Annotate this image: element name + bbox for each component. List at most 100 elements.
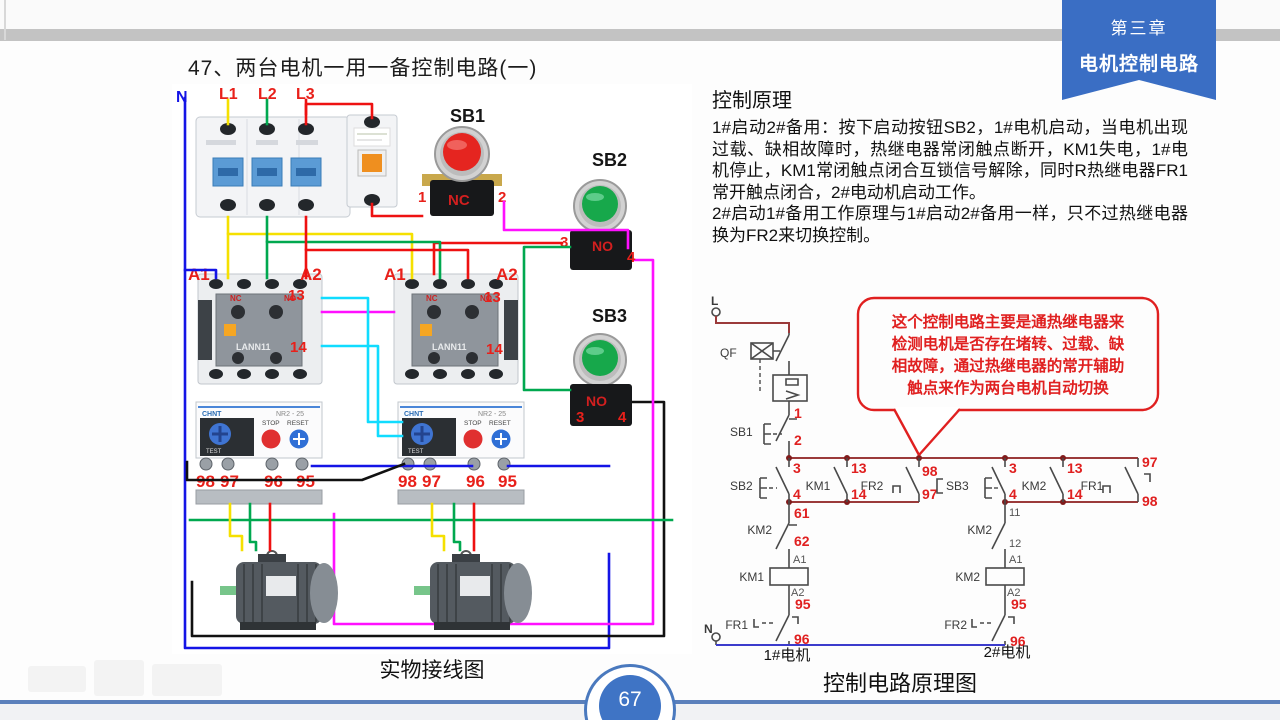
wire-segment (304, 102, 374, 120)
callout-line-2: 检测电机是否存在堵转、过载、缺 (892, 334, 1125, 353)
km2-coil-label: KM2 (955, 570, 980, 584)
thermal-relay-2: CHNT NR2 - 25 TEST STOP RESET 98 97 96 9… (397, 401, 525, 505)
sb1-terminal-2: 2 (498, 189, 506, 206)
callout-line-3: 相故障，通过热继电器的常开辅助 (892, 356, 1125, 375)
branch-motor1: 61 KM2 62 A1 KM1 A2 95 FR1 96 (725, 502, 811, 647)
wire-segment (304, 215, 470, 280)
fr1-no-contact: FR1 97 98 (1081, 454, 1158, 509)
schematic-caption: 控制电路原理图 (822, 671, 977, 696)
l2-label: L2 (258, 86, 277, 103)
principle-heading: 控制原理 (712, 90, 792, 112)
contactor-nc-label: NC (230, 294, 242, 303)
relay-stop-button (463, 429, 483, 449)
relay-stop-button (261, 429, 281, 449)
sb1-nc-contact (763, 411, 797, 458)
wire-segment (183, 96, 611, 650)
left-edge-line (4, 0, 6, 40)
relay1-96: 96 (264, 472, 283, 491)
contactor2-a2: A2 (496, 265, 518, 284)
a2-label: A2 (791, 587, 804, 599)
a1-label: A1 (793, 554, 806, 566)
sb2-button: SB2 NO 3 4 (560, 150, 636, 270)
wire-segment (522, 245, 572, 392)
fr2-label: FR2 (861, 479, 884, 493)
l3-label: L3 (296, 86, 315, 103)
motor2-label: 2#电机 (984, 644, 1031, 661)
n-terminal (711, 632, 721, 642)
km1-coil-label: KM1 (739, 570, 764, 584)
km1-label: KM1 (806, 479, 831, 493)
relay2-95: 95 (498, 472, 517, 491)
km2-bot: 14 (1067, 486, 1083, 502)
t12: 12 (1009, 538, 1021, 550)
sb2-cap (582, 186, 618, 222)
km2-interlock-label: KM2 (747, 523, 772, 537)
sb3-terminal-3: 3 (576, 409, 584, 426)
km2-top: 13 (1067, 460, 1083, 476)
wire-segment (228, 502, 244, 552)
a1-label-2: A1 (1009, 554, 1022, 566)
motor1-label: 1#电机 (764, 647, 811, 664)
t96-right: 96 (1010, 633, 1026, 649)
t61: 61 (794, 505, 810, 521)
relay-brand: CHNT (404, 411, 424, 418)
relay2-97: 97 (422, 472, 441, 491)
principle-paragraph-2: 2#启动1#备用工作原理与1#启动2#备用一样，只不过热继电器换为FR2来切换控… (712, 204, 1188, 245)
wire-segment (265, 215, 442, 280)
three-pole-breaker (195, 116, 351, 218)
wiring-harness (183, 98, 630, 552)
sb2-label: SB2 (730, 479, 753, 493)
sb1-terminal-1: 1 (794, 405, 802, 421)
l1-label: L1 (219, 86, 238, 103)
wire-segment (183, 268, 218, 280)
contactor1-a1: A1 (188, 265, 210, 284)
sb1-terminal-2: 2 (794, 432, 802, 448)
fr2-bot: 97 (922, 486, 938, 502)
thermal-relay-1: CHNT NR2 - 25 TEST STOP RESET 98 97 96 9… (195, 401, 323, 505)
sb1-cap (443, 133, 481, 171)
contactor1-a2: A2 (300, 265, 322, 284)
sb1-label: SB1 (450, 106, 485, 126)
fr2-no-contact: FR2 98 97 (861, 458, 938, 502)
l-terminal-label: L (711, 294, 718, 308)
top-gray-band (0, 29, 1280, 41)
sb3-button: SB3 NO 3 4 (570, 306, 632, 426)
chapter-title: 电机控制电路 (1078, 54, 1199, 75)
sb3-terminal-4: 4 (618, 409, 627, 426)
sb1-label: SB1 (730, 425, 753, 439)
fr2-top: 98 (922, 463, 938, 479)
relay1-95: 95 (296, 472, 315, 491)
t62: 62 (794, 533, 810, 549)
sb2-terminal-3: 3 (560, 234, 568, 251)
fr1-top: 97 (1142, 454, 1158, 470)
qf-label: QF (720, 346, 737, 360)
motor-2 (414, 550, 532, 630)
km2-aux-contact: KM2 13 14 (1022, 458, 1083, 502)
a2-label-2: A2 (1007, 587, 1020, 599)
wire-segment (320, 344, 404, 438)
wire-segment (185, 460, 406, 482)
sb3-bot: 4 (1009, 486, 1017, 502)
fr2-nc-label: FR2 (944, 618, 967, 632)
relay2-98: 98 (398, 472, 417, 491)
sb3-label: SB3 (946, 479, 969, 493)
wiring-diagram-caption: 实物接线图 (379, 659, 485, 682)
motor-1 (220, 550, 338, 630)
sb2-top: 3 (793, 460, 801, 476)
principle-paragraph-1: 1#启动2#备用：按下启动按钮SB2，1#电机启动，当电机出现过载、缺相故障时，… (712, 118, 1188, 202)
sb2-terminal-4: 4 (627, 249, 636, 266)
relay-test-label: TEST (206, 449, 222, 455)
sb1-button: SB1 NC 1 2 (418, 106, 506, 216)
t95-left: 95 (795, 596, 811, 612)
wire-segment (370, 202, 424, 218)
relay-stop-label: STOP (262, 420, 280, 427)
fr1-bot: 98 (1142, 493, 1158, 509)
t11: 11 (1009, 507, 1020, 519)
sb1-terminal-1: 1 (418, 189, 426, 206)
callout-bubble: 这个控制电路主要是通热继电器来 检测电机是否存在堵转、过载、缺 相故障，通过热继… (856, 296, 1160, 456)
contactor-no-label: NO (480, 294, 492, 303)
sb2-contact: SB2 3 4 (730, 458, 801, 502)
t95-right: 95 (1011, 596, 1027, 612)
relay-model: NR2 - 25 (478, 411, 506, 418)
